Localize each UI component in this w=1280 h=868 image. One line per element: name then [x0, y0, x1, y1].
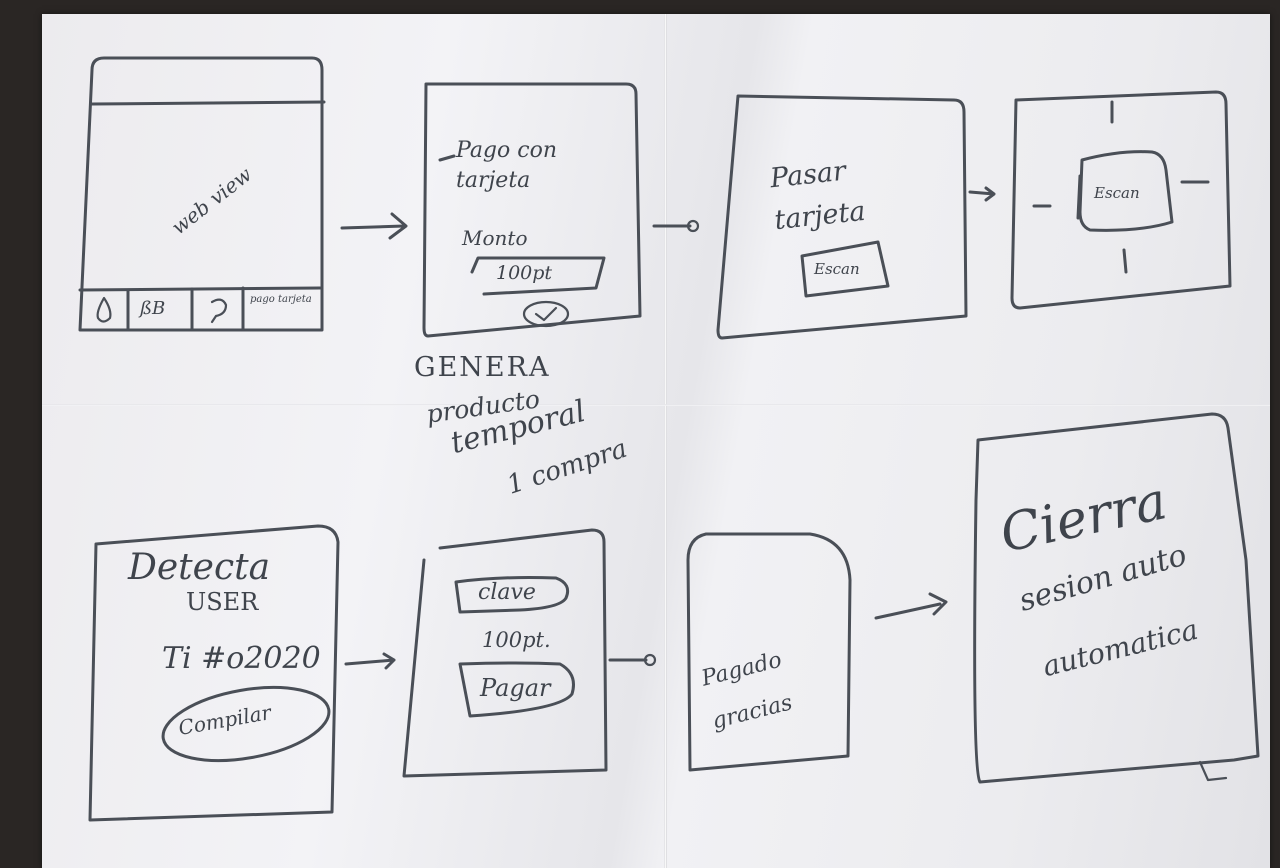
arrow-7	[874, 592, 948, 620]
paper-fold-horizontal	[42, 404, 1270, 406]
note-line-1: GENERA	[414, 352, 551, 383]
screen-pasar-tarjeta	[716, 94, 968, 340]
username-value: Ti #o2020	[162, 641, 321, 676]
screen-scanner	[1010, 90, 1232, 310]
clave-field[interactable]: clave	[478, 580, 536, 605]
user-label: USER	[186, 588, 259, 616]
screen-pagado	[686, 532, 852, 772]
monto-value[interactable]: 100pt	[496, 262, 553, 284]
monto-label: Monto	[462, 226, 528, 250]
screen-webview	[78, 56, 326, 332]
drop-icon	[96, 296, 112, 323]
map-pin-icon	[210, 298, 228, 324]
screen-detecta-user	[88, 524, 340, 822]
escan-button[interactable]: Escan	[814, 260, 860, 278]
confirm-icon	[522, 300, 570, 328]
amount-label: 100pt.	[482, 628, 551, 652]
scanner-label: Escan	[1094, 184, 1140, 202]
tab-sb-label[interactable]: ßB	[140, 298, 166, 319]
paper-sheet	[42, 14, 1270, 868]
arrow-5	[344, 652, 396, 670]
compilar-button-outline	[161, 685, 331, 763]
pago-tarjeta-title: Pago con tarjeta	[456, 138, 557, 193]
screen-pago-tarjeta	[422, 82, 642, 338]
paper-fold-vertical	[664, 14, 667, 868]
screen-pago	[402, 528, 608, 778]
detecta-title: Detecta	[128, 547, 271, 588]
screen-cierra-sesion	[973, 412, 1260, 784]
tab-pago-tarjeta-label[interactable]: pago tarjeta	[250, 294, 312, 305]
arrow-3	[968, 186, 996, 202]
pasar-tarjeta-title: Pasar tarjeta	[768, 155, 867, 237]
pagar-button[interactable]: Pagar	[480, 674, 551, 702]
arrow-1	[340, 212, 408, 240]
